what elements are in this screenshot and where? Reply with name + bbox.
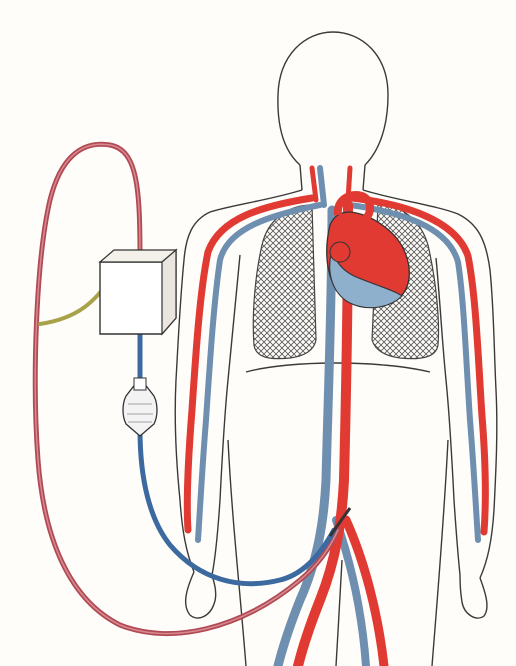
lung-left xyxy=(253,205,316,359)
hip-left xyxy=(228,440,246,666)
hand-right xyxy=(460,575,487,618)
waist xyxy=(246,363,430,372)
oxygenator-top-cap xyxy=(134,378,146,390)
hip-right xyxy=(432,440,448,666)
oxygenator xyxy=(123,378,157,436)
hand-left xyxy=(186,572,216,618)
pump-unit xyxy=(100,250,176,334)
jugular-vein xyxy=(320,168,324,205)
arm-inner-right xyxy=(436,258,460,575)
left-atrium xyxy=(330,242,350,262)
body-outline xyxy=(175,32,497,666)
head xyxy=(278,32,388,165)
leg-divider xyxy=(336,560,342,666)
